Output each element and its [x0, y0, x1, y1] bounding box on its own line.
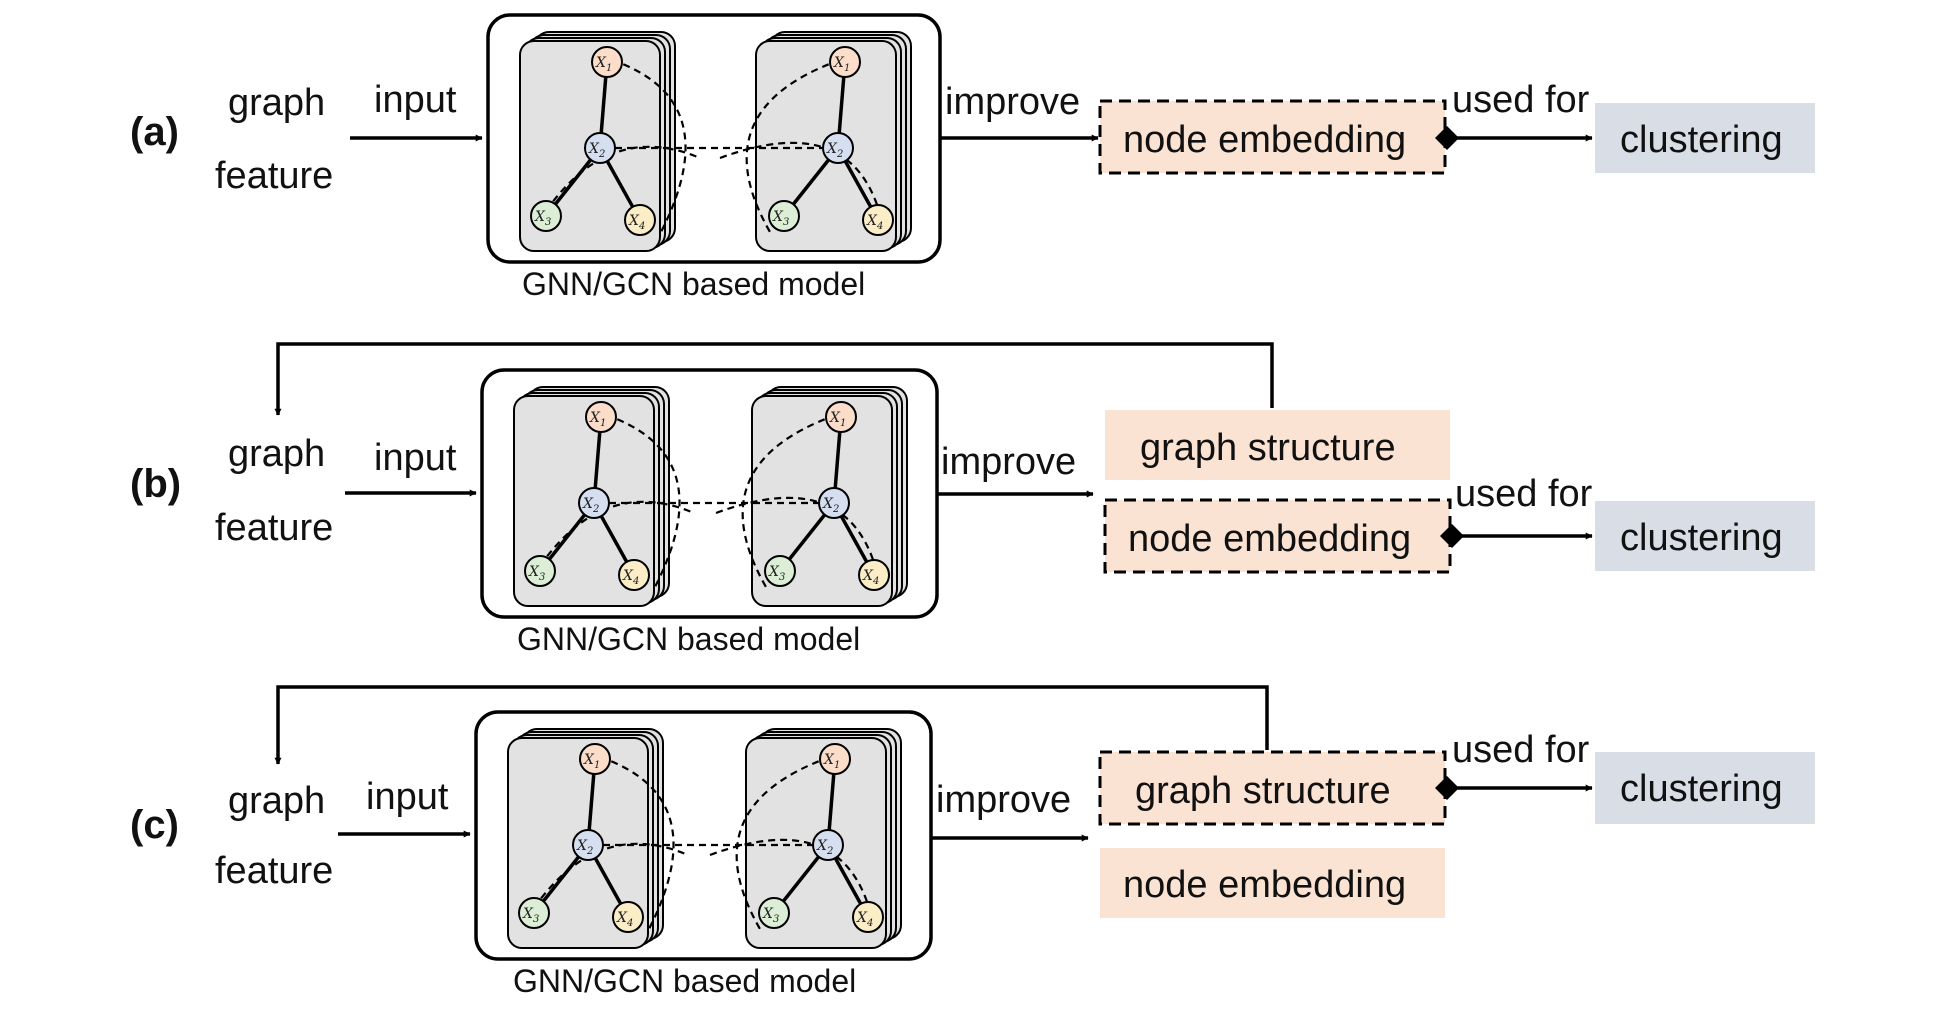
node-x1-label: X1: [589, 410, 606, 429]
right-graph-stack-c: X1 X2 X3 X4: [709, 728, 902, 949]
graph-label-b: graph: [228, 433, 325, 475]
node-x4-icon: [858, 559, 890, 591]
graph-structure-box-c: [1098, 750, 1447, 826]
input-label-c: input: [366, 776, 449, 818]
connector-diamond-b: [1440, 524, 1464, 548]
used-for-label-a: used for: [1452, 79, 1590, 121]
node-x3-label: X3: [762, 906, 779, 925]
node-x1-icon: [829, 46, 861, 78]
node-x2-label: X2: [822, 496, 839, 515]
panel-label-a: (a): [130, 110, 179, 154]
clustering-box-b: [1595, 501, 1815, 571]
node-x4-icon: [852, 901, 884, 933]
graph-structure-label-c: graph structure: [1135, 770, 1391, 812]
node-x4-label: X4: [862, 568, 879, 587]
feature-label-c: feature: [215, 850, 333, 892]
clustering-box-c: [1595, 752, 1815, 824]
model-caption-a: GNN/GCN based model: [522, 266, 865, 302]
feedback-loop-c: [274, 685, 1269, 765]
node-x2-label: X2: [826, 141, 843, 160]
node-x3-icon: [768, 200, 800, 232]
input-label-a: input: [374, 79, 457, 121]
node-x3-icon: [758, 897, 790, 929]
input-label-b: input: [374, 437, 457, 479]
row-b: (b) graph feature input X1 X2 X3 X4: [130, 342, 1815, 657]
panel-label-c: (c): [130, 803, 179, 847]
right-graph-stack-b: X1 X2 X3 X4: [715, 386, 908, 607]
node-x4-icon: [862, 204, 894, 236]
node-x4-icon: [612, 901, 644, 933]
feature-label-a: feature: [215, 155, 333, 197]
node-x1-icon: [585, 401, 617, 433]
node-x3-icon: [530, 200, 562, 232]
connector-diamond-c: [1435, 776, 1459, 800]
node-x3-icon: [764, 555, 796, 587]
node-x4-icon: [618, 559, 650, 591]
node-embedding-label-b: node embedding: [1128, 518, 1411, 560]
right-graph-stack-a: X1 X2 X3 X4: [719, 31, 912, 252]
used-for-label-c: used for: [1452, 729, 1590, 771]
node-x3-icon: [518, 897, 550, 929]
model-caption-c: GNN/GCN based model: [513, 963, 856, 999]
left-graph-stack-b: X1 X2 X3 X4: [513, 386, 695, 607]
node-x4-label: X4: [616, 910, 633, 929]
node-x4-label: X4: [628, 213, 645, 232]
node-x2-label: X2: [582, 496, 599, 515]
graph-label-a: graph: [228, 82, 325, 124]
node-x1-label: X1: [583, 752, 600, 771]
node-embedding-box-a: [1098, 99, 1447, 175]
node-embedding-label-a: node embedding: [1123, 119, 1406, 161]
node-x1-icon: [591, 46, 623, 78]
node-x1-label: X1: [833, 55, 850, 74]
improve-label-b: improve: [941, 441, 1076, 483]
graph-label-c: graph: [228, 780, 325, 822]
used-for-label-b: used for: [1455, 473, 1593, 515]
improve-label-a: improve: [945, 81, 1080, 123]
node-x4-label: X4: [622, 568, 639, 587]
left-graph-stack-a: X1 X2 X3 X4: [519, 31, 701, 252]
node-x1-icon: [579, 743, 611, 775]
node-embedding-box-c: [1100, 848, 1445, 918]
connector-diamond-a: [1435, 126, 1459, 150]
node-x3-label: X3: [528, 564, 545, 583]
clustering-label-a: clustering: [1620, 119, 1783, 161]
node-x4-icon: [624, 204, 656, 236]
clustering-label-c: clustering: [1620, 768, 1783, 810]
node-x4-label: X4: [866, 213, 883, 232]
clustering-label-b: clustering: [1620, 517, 1783, 559]
node-x3-label: X3: [772, 209, 789, 228]
row-a: (a) graph feature input X1 X2 X3 X4: [130, 13, 1815, 302]
improve-label-c: improve: [936, 779, 1071, 821]
node-x1-label: X1: [595, 55, 612, 74]
graph-structure-box-b: [1105, 410, 1450, 480]
node-x2-label: X2: [816, 838, 833, 857]
node-x1-icon: [819, 743, 851, 775]
left-graph-stack-c: X1 X2 X3 X4: [507, 728, 689, 949]
node-x3-label: X3: [768, 564, 785, 583]
clustering-box-a: [1595, 103, 1815, 173]
node-x1-icon: [825, 401, 857, 433]
node-x3-label: X3: [534, 209, 551, 228]
graph-structure-label-b: graph structure: [1140, 427, 1396, 469]
node-x1-label: X1: [829, 410, 846, 429]
node-x4-label: X4: [856, 910, 873, 929]
row-c: (c) graph feature input X1 X2 X3 X4: [130, 685, 1815, 999]
model-caption-b: GNN/GCN based model: [517, 621, 860, 657]
node-embedding-box-b: [1103, 498, 1452, 574]
node-x2-label: X2: [576, 838, 593, 857]
node-x2-label: X2: [588, 141, 605, 160]
feedback-loop-b: [274, 342, 1274, 416]
node-x1-label: X1: [823, 752, 840, 771]
node-x3-icon: [524, 555, 556, 587]
node-x3-label: X3: [522, 906, 539, 925]
panel-label-b: (b): [130, 462, 181, 506]
feature-label-b: feature: [215, 507, 333, 549]
node-embedding-label-c: node embedding: [1123, 864, 1406, 906]
